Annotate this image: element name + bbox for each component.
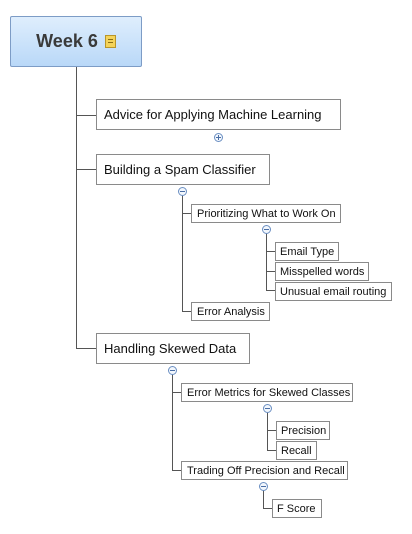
leaf-misspelled-words[interactable]: Misspelled words: [275, 262, 369, 281]
collapse-minus-icon[interactable]: [168, 366, 177, 375]
root-topic[interactable]: Week 6: [10, 16, 142, 67]
topic-skewed-data[interactable]: Handling Skewed Data: [96, 333, 250, 364]
subtopic-label: Prioritizing What to Work On: [197, 207, 336, 220]
topic-spam-classifier[interactable]: Building a Spam Classifier: [96, 154, 270, 185]
topic-label: Handling Skewed Data: [104, 341, 237, 356]
subtopic-label: Error Analysis: [197, 305, 265, 318]
leaf-unusual-email-routing[interactable]: Unusual email routing: [275, 282, 392, 301]
topic-advice[interactable]: Advice for Applying Machine Learning: [96, 99, 341, 130]
leaf-f-score[interactable]: F Score: [272, 499, 322, 518]
root-title: Week 6: [36, 31, 98, 51]
topic-label: Building a Spam Classifier: [104, 162, 256, 177]
note-icon[interactable]: [104, 35, 116, 48]
collapse-minus-icon[interactable]: [259, 482, 268, 491]
leaf-label: F Score: [277, 502, 316, 515]
leaf-recall[interactable]: Recall: [276, 441, 317, 460]
subtopic-label: Trading Off Precision and Recall: [187, 464, 345, 477]
subtopic-label: Error Metrics for Skewed Classes: [187, 386, 351, 399]
leaf-label: Email Type: [280, 245, 335, 258]
topic-label: Advice for Applying Machine Learning: [104, 107, 322, 122]
subtopic-trading-off[interactable]: Trading Off Precision and Recall: [181, 461, 348, 480]
leaf-label: Unusual email routing: [280, 285, 387, 298]
expand-plus-icon[interactable]: [214, 133, 223, 142]
collapse-minus-icon[interactable]: [262, 225, 271, 234]
subtopic-error-metrics[interactable]: Error Metrics for Skewed Classes: [181, 383, 353, 402]
leaf-email-type[interactable]: Email Type: [275, 242, 339, 261]
leaf-precision[interactable]: Precision: [276, 421, 330, 440]
leaf-label: Precision: [281, 424, 327, 437]
leaf-label: Misspelled words: [280, 265, 365, 278]
subtopic-error-analysis[interactable]: Error Analysis: [191, 302, 270, 321]
collapse-minus-icon[interactable]: [263, 404, 272, 413]
subtopic-prioritizing[interactable]: Prioritizing What to Work On: [191, 204, 341, 223]
collapse-minus-icon[interactable]: [178, 187, 187, 196]
leaf-label: Recall: [281, 444, 312, 457]
